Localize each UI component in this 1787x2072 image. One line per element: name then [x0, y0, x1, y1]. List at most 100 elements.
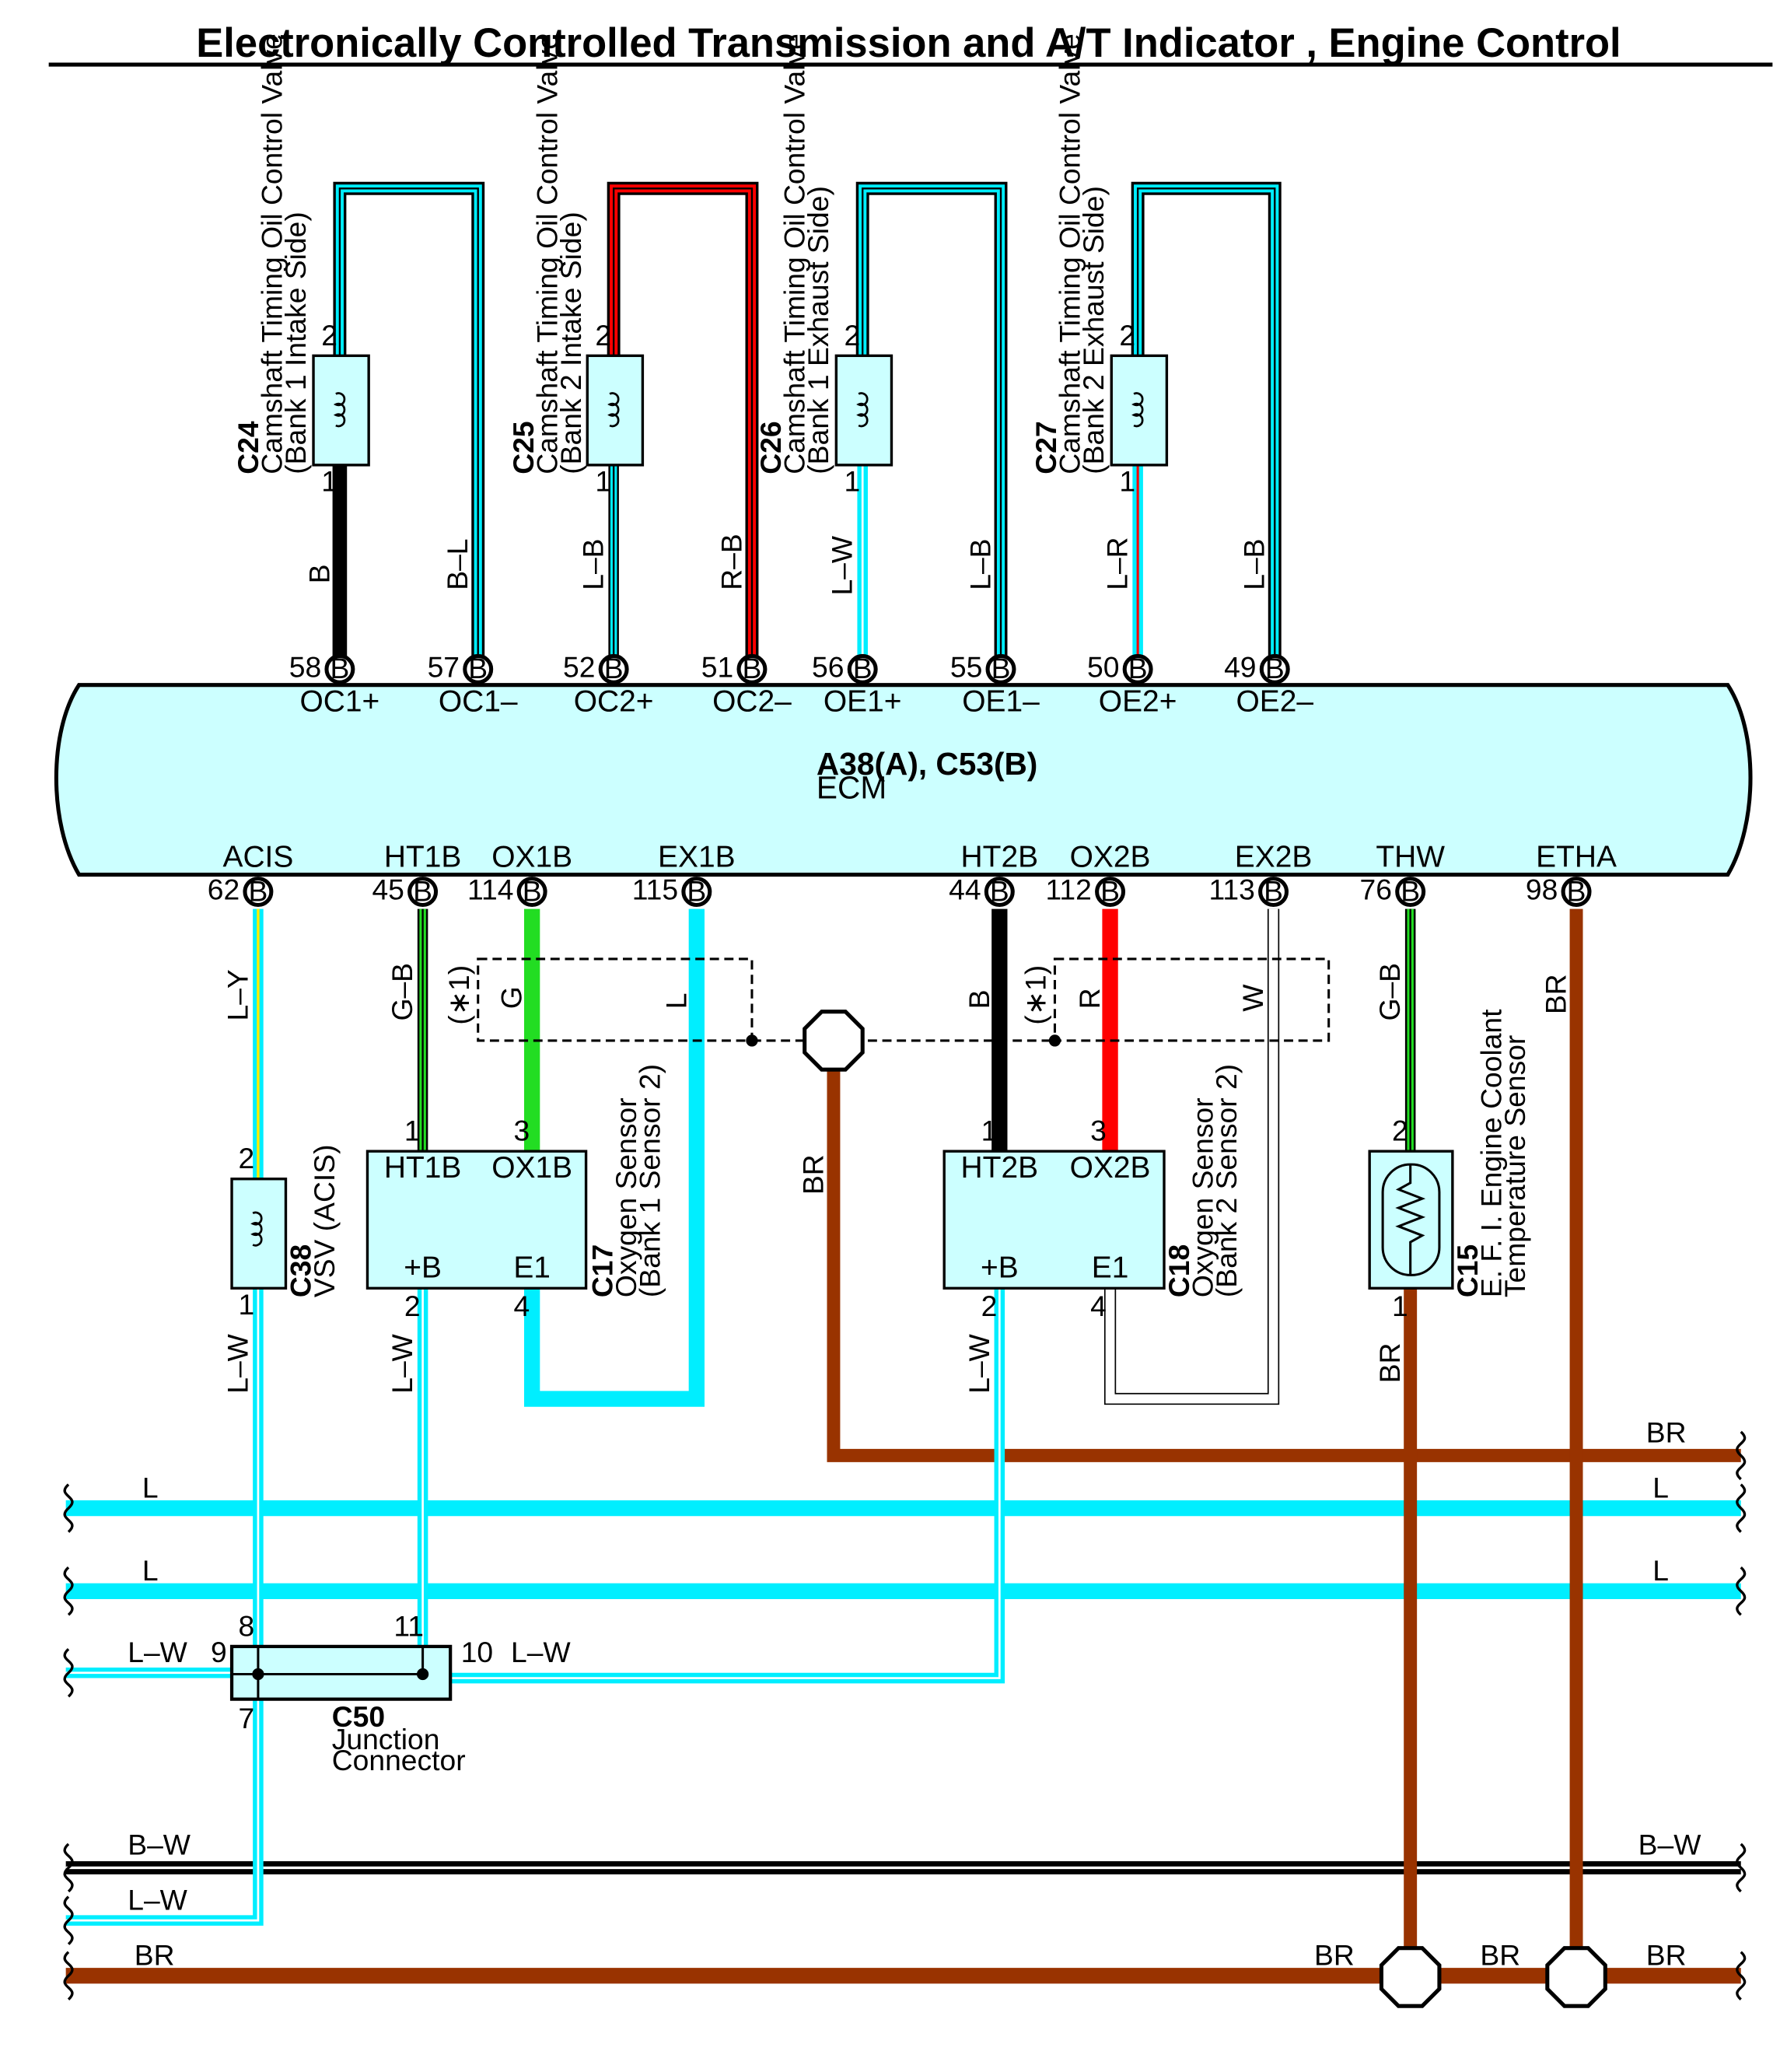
ecm-top-pin-letter-50: B [1128, 652, 1148, 684]
ecm-bottom-pin-number-112: 112 [1045, 873, 1091, 906]
wire-label-c26-b: L–B [963, 538, 996, 590]
ecm-top-pin-number-52: 52 [563, 651, 595, 684]
ecm-bottom-signal-ht2b: HT2B [961, 840, 1039, 873]
svg-text:Temperature Sensor: Temperature Sensor [1498, 1035, 1531, 1298]
ecm-top-pin-number-50: 50 [1087, 651, 1119, 684]
valve-c24 [312, 354, 370, 467]
ecm-bottom-pin-number-115: 115 [632, 873, 678, 906]
ecm-bottom-signal-ex2b: EX2B [1235, 840, 1313, 873]
c17-pin4: 4 [513, 1290, 530, 1322]
wire-label-c18-bottom: L–W [963, 1333, 995, 1393]
ecm-bottom-pin-number-98: 98 [1526, 873, 1558, 906]
c50-pin7: 7 [239, 1702, 255, 1734]
svg-text:C24: C24 [232, 421, 264, 474]
ecm-bottom-signal-ex1b: EX1B [658, 840, 736, 873]
wire-label-acis: L–Y [221, 969, 254, 1020]
ecm-name: ECM [817, 769, 887, 805]
bus-label-br-bottom-left: BR [135, 1939, 175, 1972]
wire-label-ox1b: G [495, 986, 528, 1009]
svg-text:C26: C26 [754, 421, 787, 474]
c50-pin8: 8 [239, 1609, 255, 1642]
bottom-pin-group: B62ACISB45HT1BB114OX1BB115EX1BB44HT2BB11… [208, 840, 1617, 907]
c17-term-ox1b: OX1B [491, 1151, 572, 1185]
ecm-top-pin-number-56: 56 [812, 651, 844, 684]
c26-pin-bottom: 1 [844, 465, 860, 498]
ecm-bottom-pin-letter-113: B [1264, 874, 1283, 907]
bus-label-l2-left: L [142, 1554, 159, 1587]
vsv-pin-bottom: 1 [239, 1288, 255, 1321]
svg-text:(Bank 1 Sensor 2): (Bank 1 Sensor 2) [633, 1064, 666, 1297]
valve-c26 [834, 354, 894, 467]
bus-label-lw-left: L–W [128, 1884, 187, 1916]
svg-text:C38: C38 [285, 1244, 317, 1297]
c17-term-plusb: +B [404, 1251, 442, 1285]
wire-label-ex1b: L [659, 993, 692, 1010]
c17-term-e1: E1 [513, 1251, 551, 1285]
ecm-bottom-pin-circle-113 [1258, 877, 1289, 908]
c27-pin-top: 2 [1119, 319, 1135, 352]
ecm-bottom-pin-letter-115: B [687, 874, 706, 907]
wire-label-c24-a: B [302, 564, 335, 583]
bus-label-bw-left: B–W [128, 1828, 191, 1860]
wire-label-thw: G–B [1373, 963, 1406, 1021]
ecm-top-signal-oe2: OE2– [1236, 685, 1313, 719]
ground-splice-2 [1545, 1946, 1607, 2008]
ecm-top-pin-letter-52: B [604, 652, 624, 684]
c17-label: C17 Oxygen Sensor (Bank 1 Sensor 2) [586, 1064, 666, 1297]
wire-label-c27-b: L–B [1238, 538, 1271, 590]
c50-code: C50 [332, 1700, 385, 1733]
valve-c27 [1110, 354, 1169, 467]
bus-label-l2-right: L [1652, 1554, 1669, 1587]
ecm-top-pin-number-49: 49 [1224, 651, 1256, 684]
ecm-top-pin-circle-58 [324, 653, 355, 684]
o2-sensor-c18 [942, 1150, 1166, 1290]
c50-name2: Connector [332, 1744, 466, 1776]
ecm-top-pin-letter-49: B [1265, 652, 1285, 684]
ecm-bottom-pin-circle-114 [516, 877, 547, 908]
c27-label: C27 Camshaft Timing Oil Control Valve (B… [1030, 33, 1110, 474]
c50-pin11: 11 [393, 1609, 424, 1642]
ecm-top-signal-oe2: OE2+ [1099, 685, 1177, 719]
ecm-top-pin-circle-56 [847, 653, 878, 684]
bus-breaks-right [1736, 1430, 1747, 2001]
c18-label: C18 Oxygen Sensor (Bank 2 Sensor 2) [1163, 1064, 1243, 1297]
svg-text:C15: C15 [1451, 1244, 1484, 1297]
wire-label-star2: (∗1) [1019, 965, 1052, 1025]
ecm-bottom-pin-letter-112: B [1100, 874, 1120, 907]
ecm-bottom-signal-acis: ACIS [222, 840, 293, 873]
c17-term-ht1b: HT1B [384, 1151, 462, 1185]
bus-breaks-left [63, 1483, 74, 2001]
bus-label-br-top: BR [1646, 1416, 1687, 1448]
ecm-top-signal-oe1: OE1+ [824, 685, 902, 719]
wire-label-vsv-bottom: L–W [221, 1333, 254, 1393]
ecm-top-pin-number-55: 55 [950, 651, 982, 684]
ecm-top-pin-circle-50 [1122, 653, 1153, 684]
vsv-pin-top: 2 [239, 1142, 255, 1174]
c18-term-plusb: +B [981, 1251, 1019, 1285]
ecm-bottom-pin-letter-114: B [523, 874, 542, 907]
c24-label: C24 Camshaft Timing Oil Control Valve (B… [232, 33, 312, 474]
svg-text:E. F. I. Engine Coolant: E. F. I. Engine Coolant [1475, 1009, 1508, 1297]
c18-pin1: 1 [981, 1115, 998, 1147]
c18-pin4: 4 [1090, 1290, 1107, 1322]
shield-dot-1 [746, 1034, 758, 1047]
diagram-title: Electronically Controlled Transmission a… [196, 20, 1621, 66]
ecm-bottom-pin-letter-76: B [1401, 874, 1420, 907]
c26-label: C26 Camshaft Timing Oil Control Valve (B… [754, 33, 834, 474]
ecm-top-pin-circle-49 [1259, 653, 1290, 684]
ecm-bottom-pin-circle-115 [681, 877, 712, 908]
shield-ground [803, 1010, 865, 1072]
c25-pin-top: 2 [595, 319, 611, 352]
svg-text:C18: C18 [1163, 1244, 1195, 1297]
wire-ex1b-l [523, 908, 705, 1407]
ect-pin-bottom: 1 [1392, 1290, 1408, 1322]
wire-label-c26-a: L–W [826, 535, 859, 595]
ecm-bottom-pin-circle-45 [407, 877, 439, 908]
svg-text:VSV (ACIS): VSV (ACIS) [308, 1145, 341, 1298]
ecm-bottom-signal-thw: THW [1376, 840, 1445, 873]
ecm-top-pin-circle-57 [463, 653, 494, 684]
svg-text:(Bank 2 Exhaust Side): (Bank 2 Exhaust Side) [1077, 186, 1110, 474]
bus-label-br-seg1: BR [1314, 1939, 1355, 1972]
wire-label-star1: (∗1) [442, 965, 475, 1025]
c17-pin2: 2 [404, 1290, 421, 1322]
